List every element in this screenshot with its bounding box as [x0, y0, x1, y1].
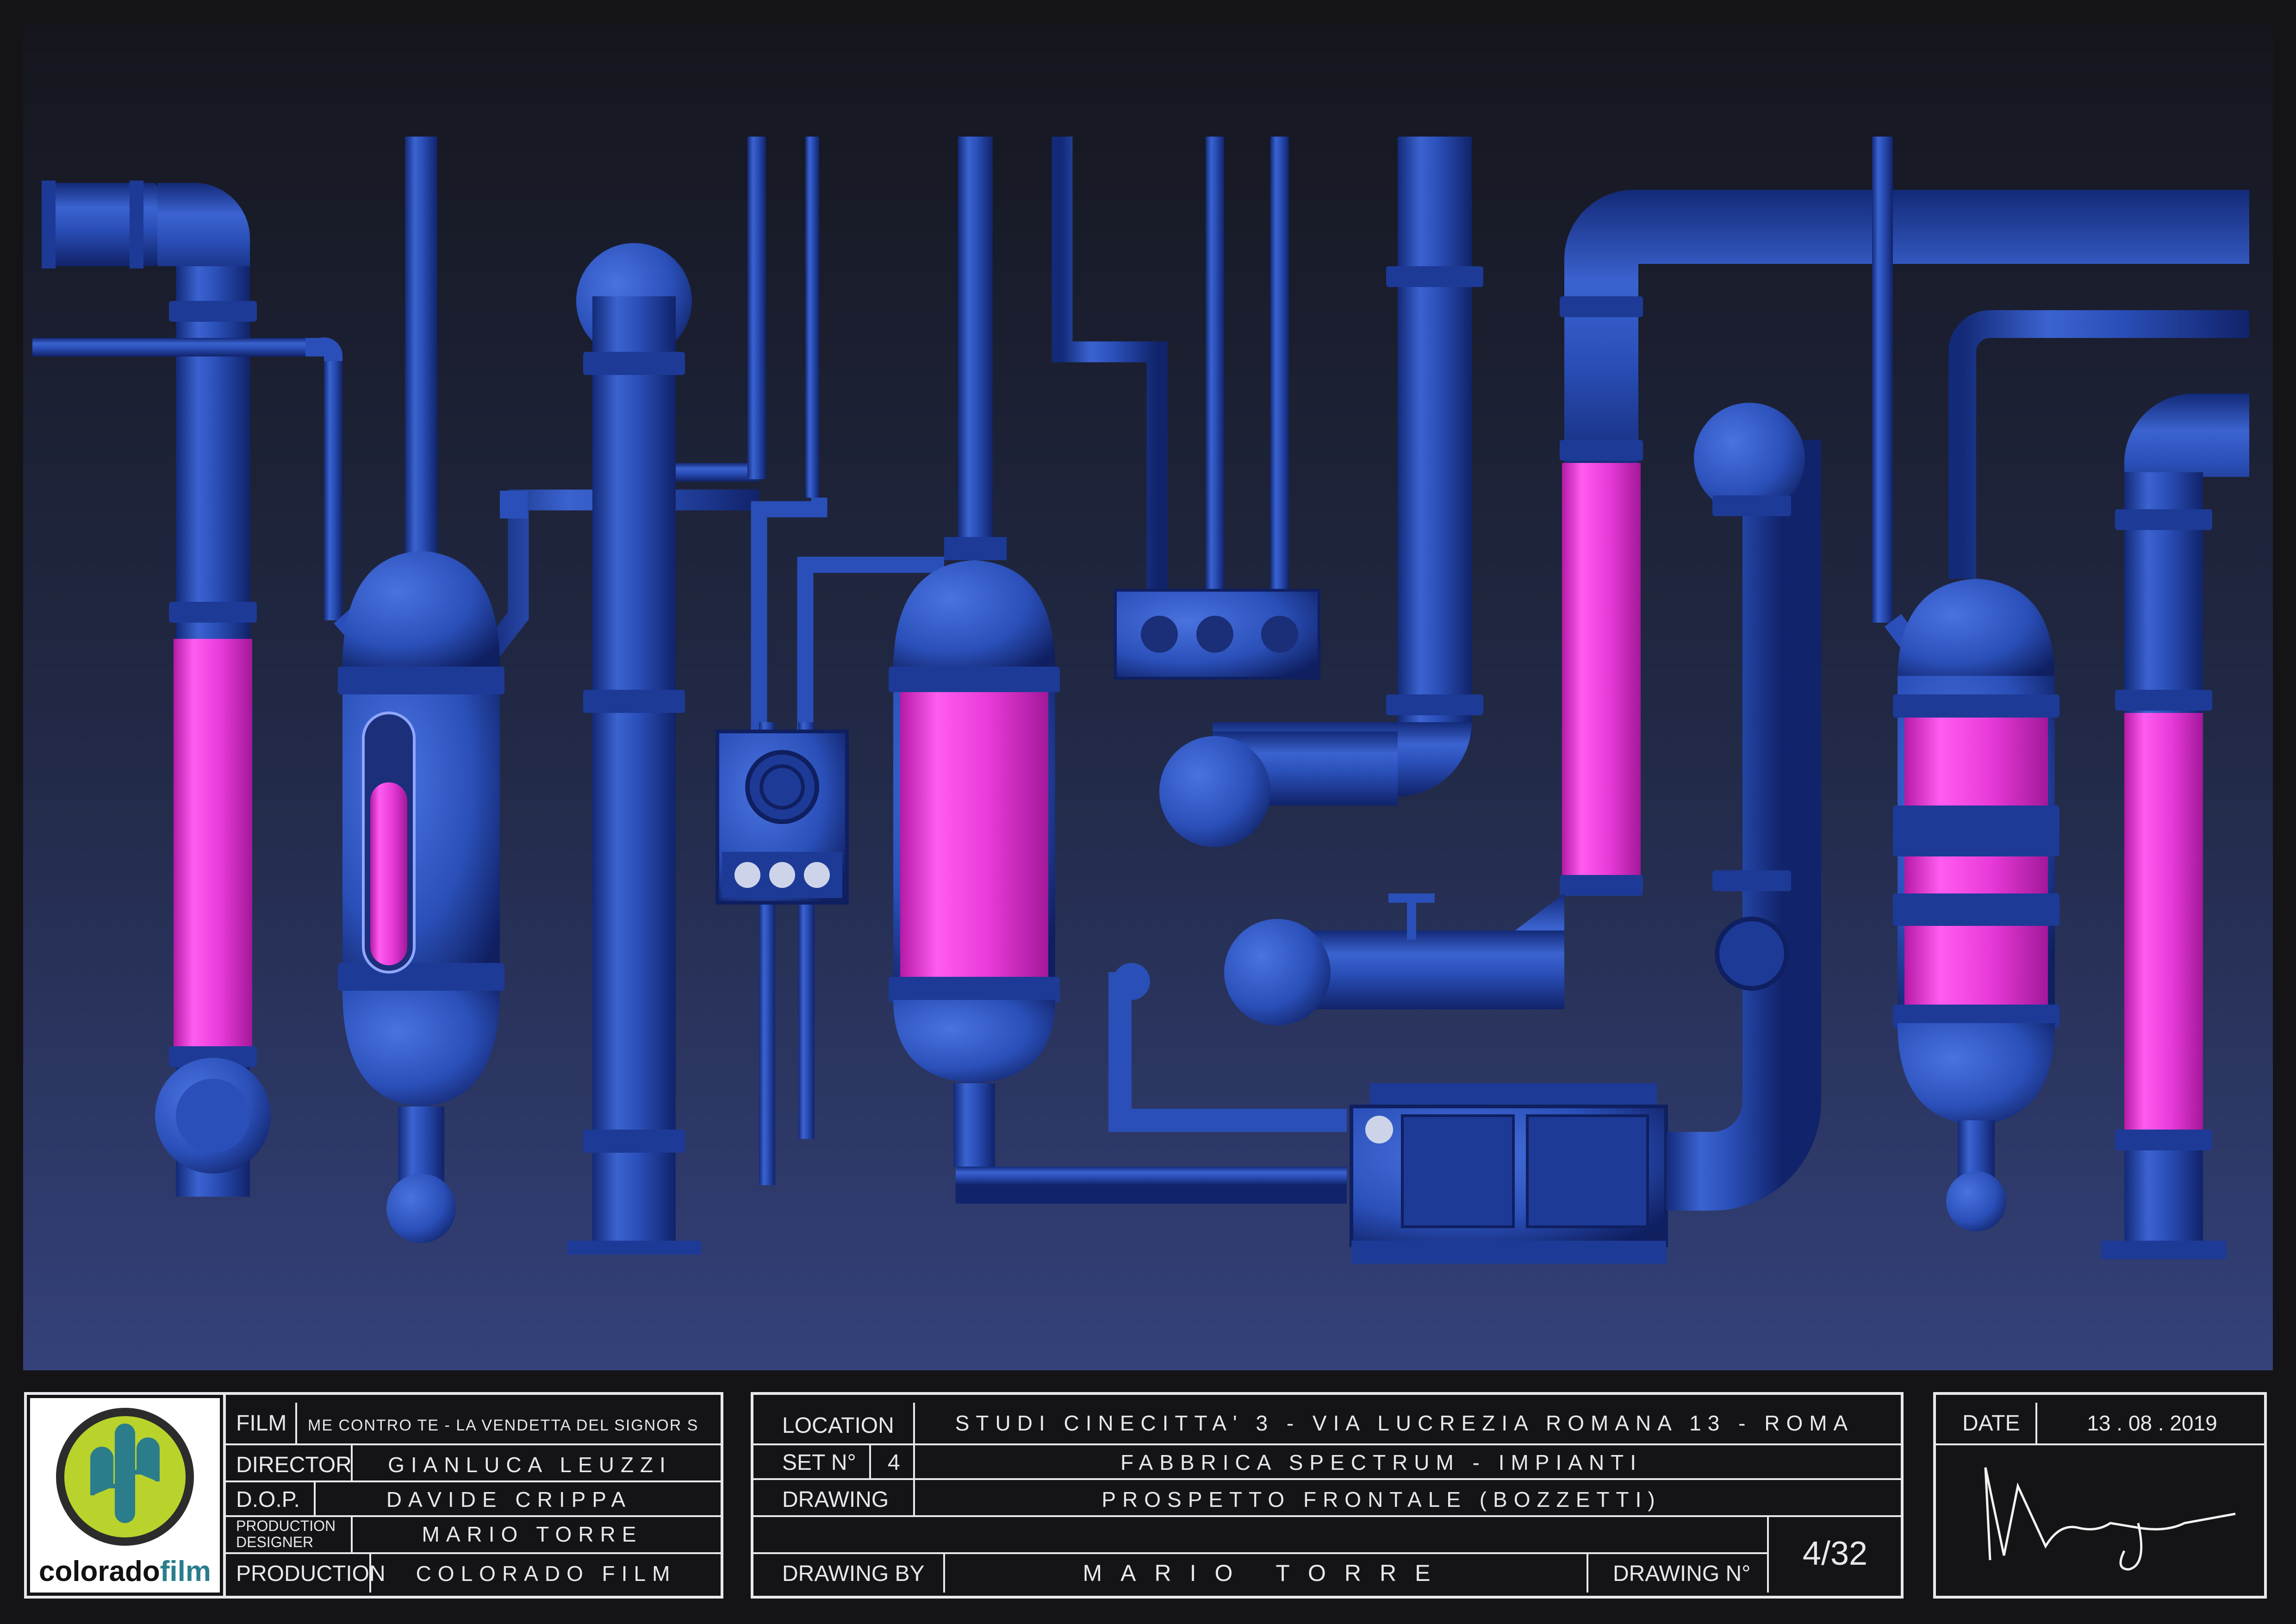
logo-brand-part1: colorado: [39, 1555, 160, 1587]
production-value: COLORADO FILM: [416, 1562, 677, 1586]
tank-1: [334, 137, 759, 1243]
drawing-value: PROSPETTO FRONTALE (BOZZETTI): [1101, 1487, 1661, 1512]
fluid-tank-2: [900, 692, 1048, 979]
pipe-column-2: [567, 137, 819, 1255]
svg-text:coloradofilm: coloradofilm: [39, 1555, 211, 1587]
set-value: FABBRICA SPECTRUM - IMPIANTI: [1120, 1450, 1643, 1474]
fluid-tank-3: [1904, 718, 2048, 1005]
production-designer-label-1: PRODUCTION: [236, 1518, 336, 1534]
location-value: STUDI CINECITTA' 3 - VIA LUCREZIA ROMANA…: [955, 1411, 1854, 1435]
director-label: DIRECTOR: [236, 1453, 352, 1477]
control-box: [716, 498, 944, 1185]
fluid-tube-right: [2124, 713, 2203, 1130]
film-label: FILM: [236, 1411, 286, 1436]
fluid-pipe-center: [1224, 190, 2249, 1025]
dop-label: D.O.P.: [236, 1487, 300, 1512]
drawing-number-value: 4/32: [1803, 1535, 1867, 1572]
location-label: LOCATION: [782, 1413, 894, 1438]
drawing-number-label: DRAWING N°: [1613, 1562, 1750, 1586]
fluid-pipe-right: [2101, 394, 2249, 1259]
date-label: DATE: [1962, 1411, 2020, 1436]
elbow-pipe: [1159, 137, 1483, 847]
gauge-glass-fluid: [370, 782, 407, 965]
drawing-label: DRAWING: [782, 1487, 889, 1512]
drawing-by-value: MARIO TORRE: [1083, 1560, 1449, 1586]
production-label: PRODUCTION: [236, 1562, 386, 1586]
title-block-grid-left: [224, 1403, 722, 1593]
logo-brand-part2: film: [160, 1555, 211, 1587]
drawing-by-label: DRAWING BY: [782, 1562, 925, 1586]
title-block-grid-center: [752, 1403, 1902, 1593]
fluid-tube-1: [174, 639, 252, 1046]
pump: [1350, 403, 1821, 1264]
dop-value: DAVIDE CRIPPA: [386, 1487, 632, 1512]
colorado-film-logo: coloradofilm: [39, 1408, 211, 1587]
director-value: GIANLUCA LEUZZI: [388, 1453, 672, 1477]
tank-2: [889, 137, 1347, 1204]
production-designer-value: MARIO TORRE: [422, 1522, 643, 1546]
tank-3: [1872, 137, 2249, 1231]
date-value: 13 . 08 . 2019: [2087, 1411, 2217, 1435]
set-label: SET N°: [782, 1450, 856, 1475]
production-designer-label-2: DESIGNER: [236, 1534, 313, 1550]
cactus-icon: [90, 1424, 160, 1523]
pipe-column-1: [32, 181, 343, 1197]
manifold: [1052, 137, 1320, 680]
film-value: ME CONTRO TE - LA VENDETTA DEL SIGNOR S: [308, 1417, 698, 1434]
fluid-tube-center: [1562, 463, 1641, 875]
title-block-grid-right: [1935, 1403, 2265, 1445]
set-number: 4: [888, 1450, 900, 1475]
signature: [1984, 1467, 2236, 1571]
